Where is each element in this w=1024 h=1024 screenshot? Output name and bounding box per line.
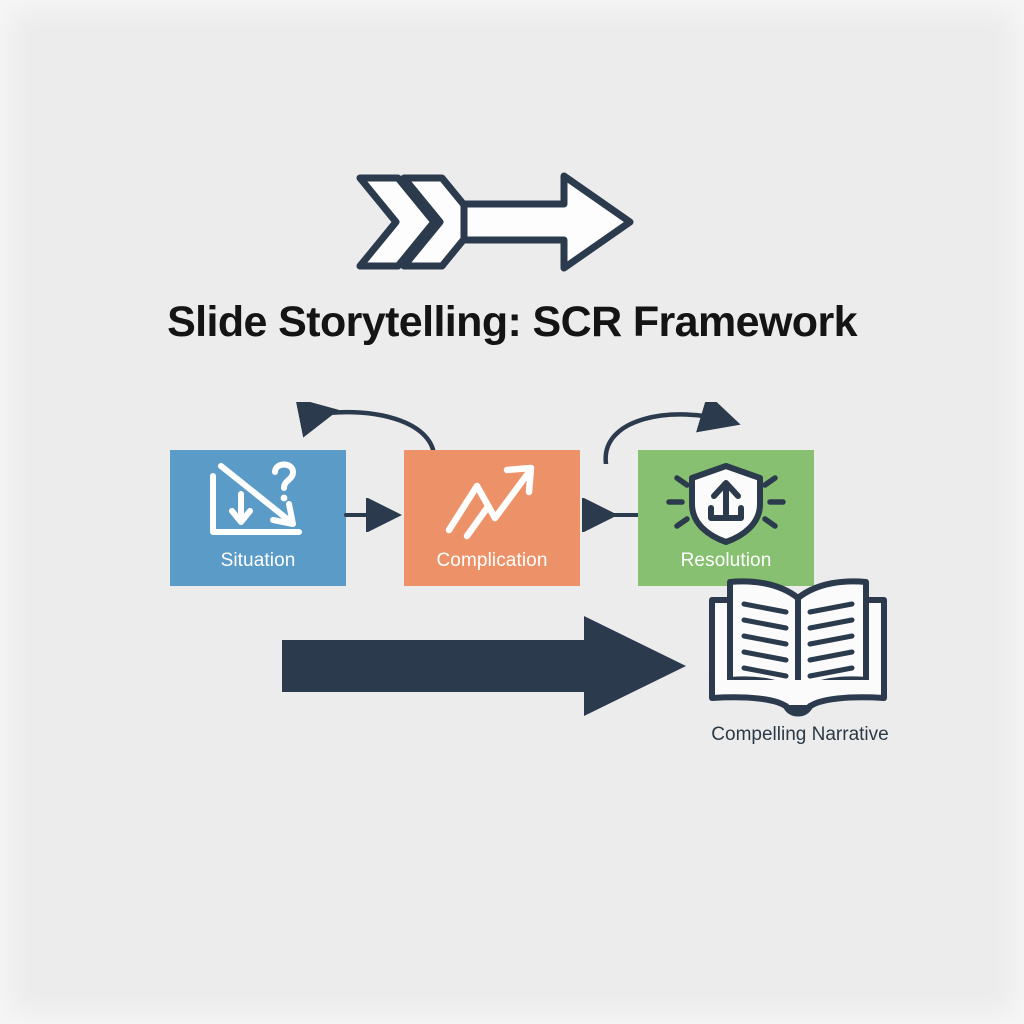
- feedback-loop-left-arrow-icon: [248, 397, 448, 467]
- double-chevron-right-arrow-icon: [352, 168, 638, 276]
- connector-situation-to-complication-icon: [344, 497, 408, 533]
- stage-box-resolution[interactable]: Resolution: [638, 450, 814, 586]
- stage-label-situation: Situation: [220, 550, 296, 571]
- shield-with-upload-arrow-icon: [663, 458, 789, 551]
- large-right-arrow-icon: [278, 614, 690, 718]
- open-book-icon: [700, 568, 896, 718]
- stage-label-complication: Complication: [436, 550, 548, 571]
- stage-label-resolution: Resolution: [680, 550, 772, 571]
- stage-box-complication[interactable]: Complication: [404, 450, 580, 586]
- feedback-loop-right-arrow-icon: [600, 393, 764, 467]
- rising-zigzag-trend-arrow-icon: [437, 458, 547, 549]
- narrative-caption: Compelling Narrative: [711, 724, 889, 745]
- page-title: Slide Storytelling: SCR Framework: [167, 298, 857, 346]
- stage-box-situation[interactable]: Situation: [170, 450, 346, 586]
- connector-resolution-to-complication-icon: [576, 497, 642, 533]
- declining-chart-with-question-mark-icon: [199, 458, 317, 549]
